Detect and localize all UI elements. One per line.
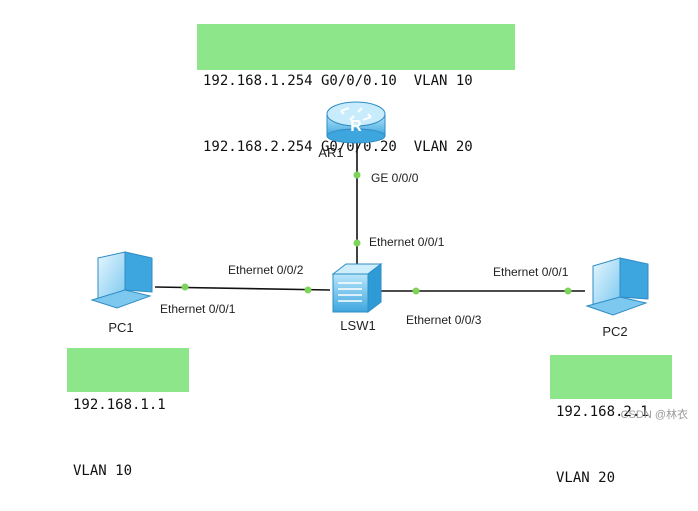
port-dot-pc2 [564, 287, 572, 295]
pc2-note-line: 192.168.2.1 [556, 404, 649, 420]
port-label-switch-left: Ethernet 0/0/2 [228, 263, 304, 277]
port-dot-router [353, 171, 361, 179]
svg-text:R: R [350, 118, 362, 135]
port-label-switch-up: Ethernet 0/0/1 [369, 235, 445, 249]
router-note-line: 192.168.2.254 G0/0/0.20 VLAN 20 [203, 139, 473, 155]
port-label-router-ge: GE 0/0/0 [371, 171, 419, 185]
port-dot-switch-up [353, 239, 361, 247]
router-ip-note: 192.168.1.254 G0/0/0.10 VLAN 10 192.168.… [197, 24, 515, 155]
port-label-pc2: Ethernet 0/0/1 [493, 265, 569, 279]
pc2-name: PC2 [602, 324, 627, 339]
pc2-note-line: VLAN 20 [556, 470, 616, 486]
pc1-note-line: VLAN 10 [73, 463, 133, 479]
link-pc1-switch [154, 286, 331, 291]
pc2-icon[interactable] [585, 257, 649, 316]
router-note-line: 192.168.1.254 G0/0/0.10 VLAN 10 [203, 73, 473, 89]
switch-name: LSW1 [340, 318, 375, 333]
pc1-icon[interactable] [90, 251, 153, 309]
port-label-switch-right: Ethernet 0/0/3 [406, 313, 482, 327]
port-dot-switch-left [304, 286, 312, 294]
router-name: AR1 [318, 145, 343, 160]
switch-icon[interactable] [331, 262, 383, 314]
port-dot-pc1 [181, 283, 189, 291]
port-dot-switch-right [412, 287, 420, 295]
pc1-note-line: 192.168.1.1 [73, 397, 166, 413]
watermark: CSDN @林衣 [621, 407, 688, 421]
router-icon[interactable]: R [326, 101, 386, 144]
pc1-name: PC1 [108, 320, 133, 335]
topology-canvas: R AR1 LSW1 PC1 PC2 GE 0/0/0 Ethernet 0/0… [90, 101, 688, 421]
port-label-pc1: Ethernet 0/0/1 [160, 302, 236, 316]
